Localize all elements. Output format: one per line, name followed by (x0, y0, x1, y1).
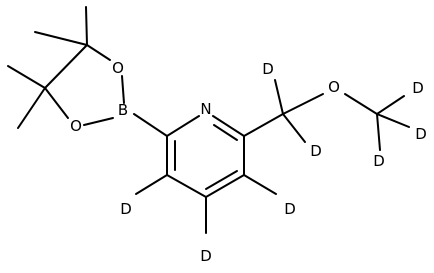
bond-ring-c1-o1 (86, 44, 111, 61)
bond-c2-ch2 (243, 113, 284, 137)
bond-ring-o1-b (121, 75, 125, 104)
atom-label-oxygen-ring-top: O (112, 59, 124, 77)
bond-ring-c1-c2 (44, 44, 88, 89)
atom-labels: N B O O O D D D D D D D D (70, 59, 427, 265)
bond-o-cd3 (344, 93, 378, 115)
atom-label-deuterium-c5: D (120, 200, 132, 218)
bond-cd3-d-far-right (376, 113, 410, 128)
bond-methyl-1a (85, 6, 88, 46)
bond-b-c6 (133, 113, 168, 137)
atom-label-nitrogen: N (200, 100, 211, 118)
bond-cd3-d-right (376, 95, 405, 115)
bond-c5-d (135, 174, 168, 195)
atom-label-deuterium-cd3-right: D (412, 79, 424, 97)
bond-c3-c4 (205, 174, 245, 198)
bond-methyl-2a (7, 65, 46, 89)
atom-label-oxygen-ether: O (328, 78, 340, 96)
atom-label-deuterium-ch2-top: D (262, 60, 274, 78)
bond-ring-b-o2 (83, 117, 114, 126)
bond-c4-c5 (166, 174, 207, 198)
atom-label-oxygen-ring-bottom: O (70, 117, 82, 135)
bond-cd3-d-bottom (376, 113, 381, 151)
atom-label-deuterium-c4: D (200, 247, 212, 265)
bond-ring-o2-c2 (44, 87, 69, 119)
bond-methyl-2b (17, 87, 46, 129)
atom-label-deuterium-cd3-far-right: D (415, 125, 427, 143)
bond-methyl-1b (34, 31, 88, 46)
atom-label-deuterium-cd3-bottom: D (373, 152, 385, 170)
bond-c6-n (166, 115, 200, 137)
bond-n-c2 (212, 115, 245, 137)
bond-c3-d (243, 174, 277, 195)
bond-c3-c4-inner (205, 170, 238, 190)
atom-label-deuterium-ch2-bottom: D (310, 142, 322, 160)
bond-ch2-o (282, 93, 324, 115)
bond-n-c2-inner (213, 124, 238, 141)
bonds (7, 6, 410, 234)
bond-ch2-d-bottom (282, 113, 306, 143)
atom-label-boron: B (118, 101, 128, 119)
atom-label-deuterium-c3: D (284, 200, 296, 218)
bond-ch2-d-top (274, 79, 284, 115)
